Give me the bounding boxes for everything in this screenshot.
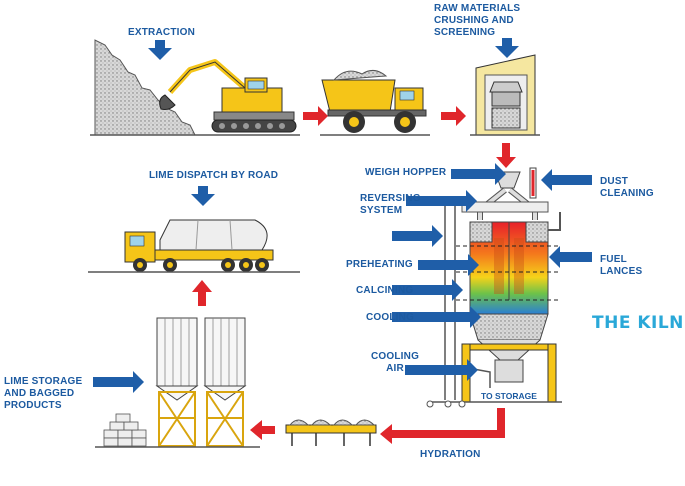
label-preheating: PREHEATING <box>346 259 413 270</box>
label-calcining: CALCINING <box>356 285 414 296</box>
flow-arrows-bottom <box>250 408 505 444</box>
dump-truck-icon <box>321 70 427 133</box>
label-hydration: HYDRATION <box>420 449 481 460</box>
label-the-kiln: THE KILN <box>592 313 684 333</box>
lime-silos-icon <box>155 317 247 447</box>
label-fuel-lances: FUEL LANCES <box>600 254 643 277</box>
flow-arrows-top <box>303 106 516 168</box>
blue-down-arrows <box>148 38 519 206</box>
kiln-left-arrows <box>541 169 592 268</box>
label-lime-dispatch: LIME DISPATCH BY ROAD <box>149 170 279 181</box>
label-cooling: COOLING <box>366 312 415 323</box>
excavator-icon <box>159 59 297 133</box>
label-raw-materials: RAW MATERIALS CRUSHING AND SCREENING <box>434 3 521 38</box>
quarry-rock <box>94 39 196 136</box>
label-reversing-system: REVERSING SYSTEM <box>360 193 421 216</box>
label-to-storage: TO STORAGE <box>481 391 537 401</box>
label-lime-storage: LIME STORAGE AND BAGGED PRODUCTS <box>4 376 83 411</box>
label-weigh-hopper: WEIGH HOPPER <box>365 167 447 178</box>
label-extraction: EXTRACTION <box>128 27 195 38</box>
tanker-truck-icon <box>124 219 274 272</box>
label-dust-cleaning: DUST CLEANING <box>600 176 654 199</box>
kiln-label-arrows <box>93 163 506 393</box>
bagged-products-icon <box>103 413 147 447</box>
hydration-unit-icon <box>285 419 377 446</box>
crusher-building-icon <box>475 54 536 136</box>
label-cooling-air: COOLING AIR <box>371 351 420 374</box>
flow-arrow-up <box>192 280 212 306</box>
